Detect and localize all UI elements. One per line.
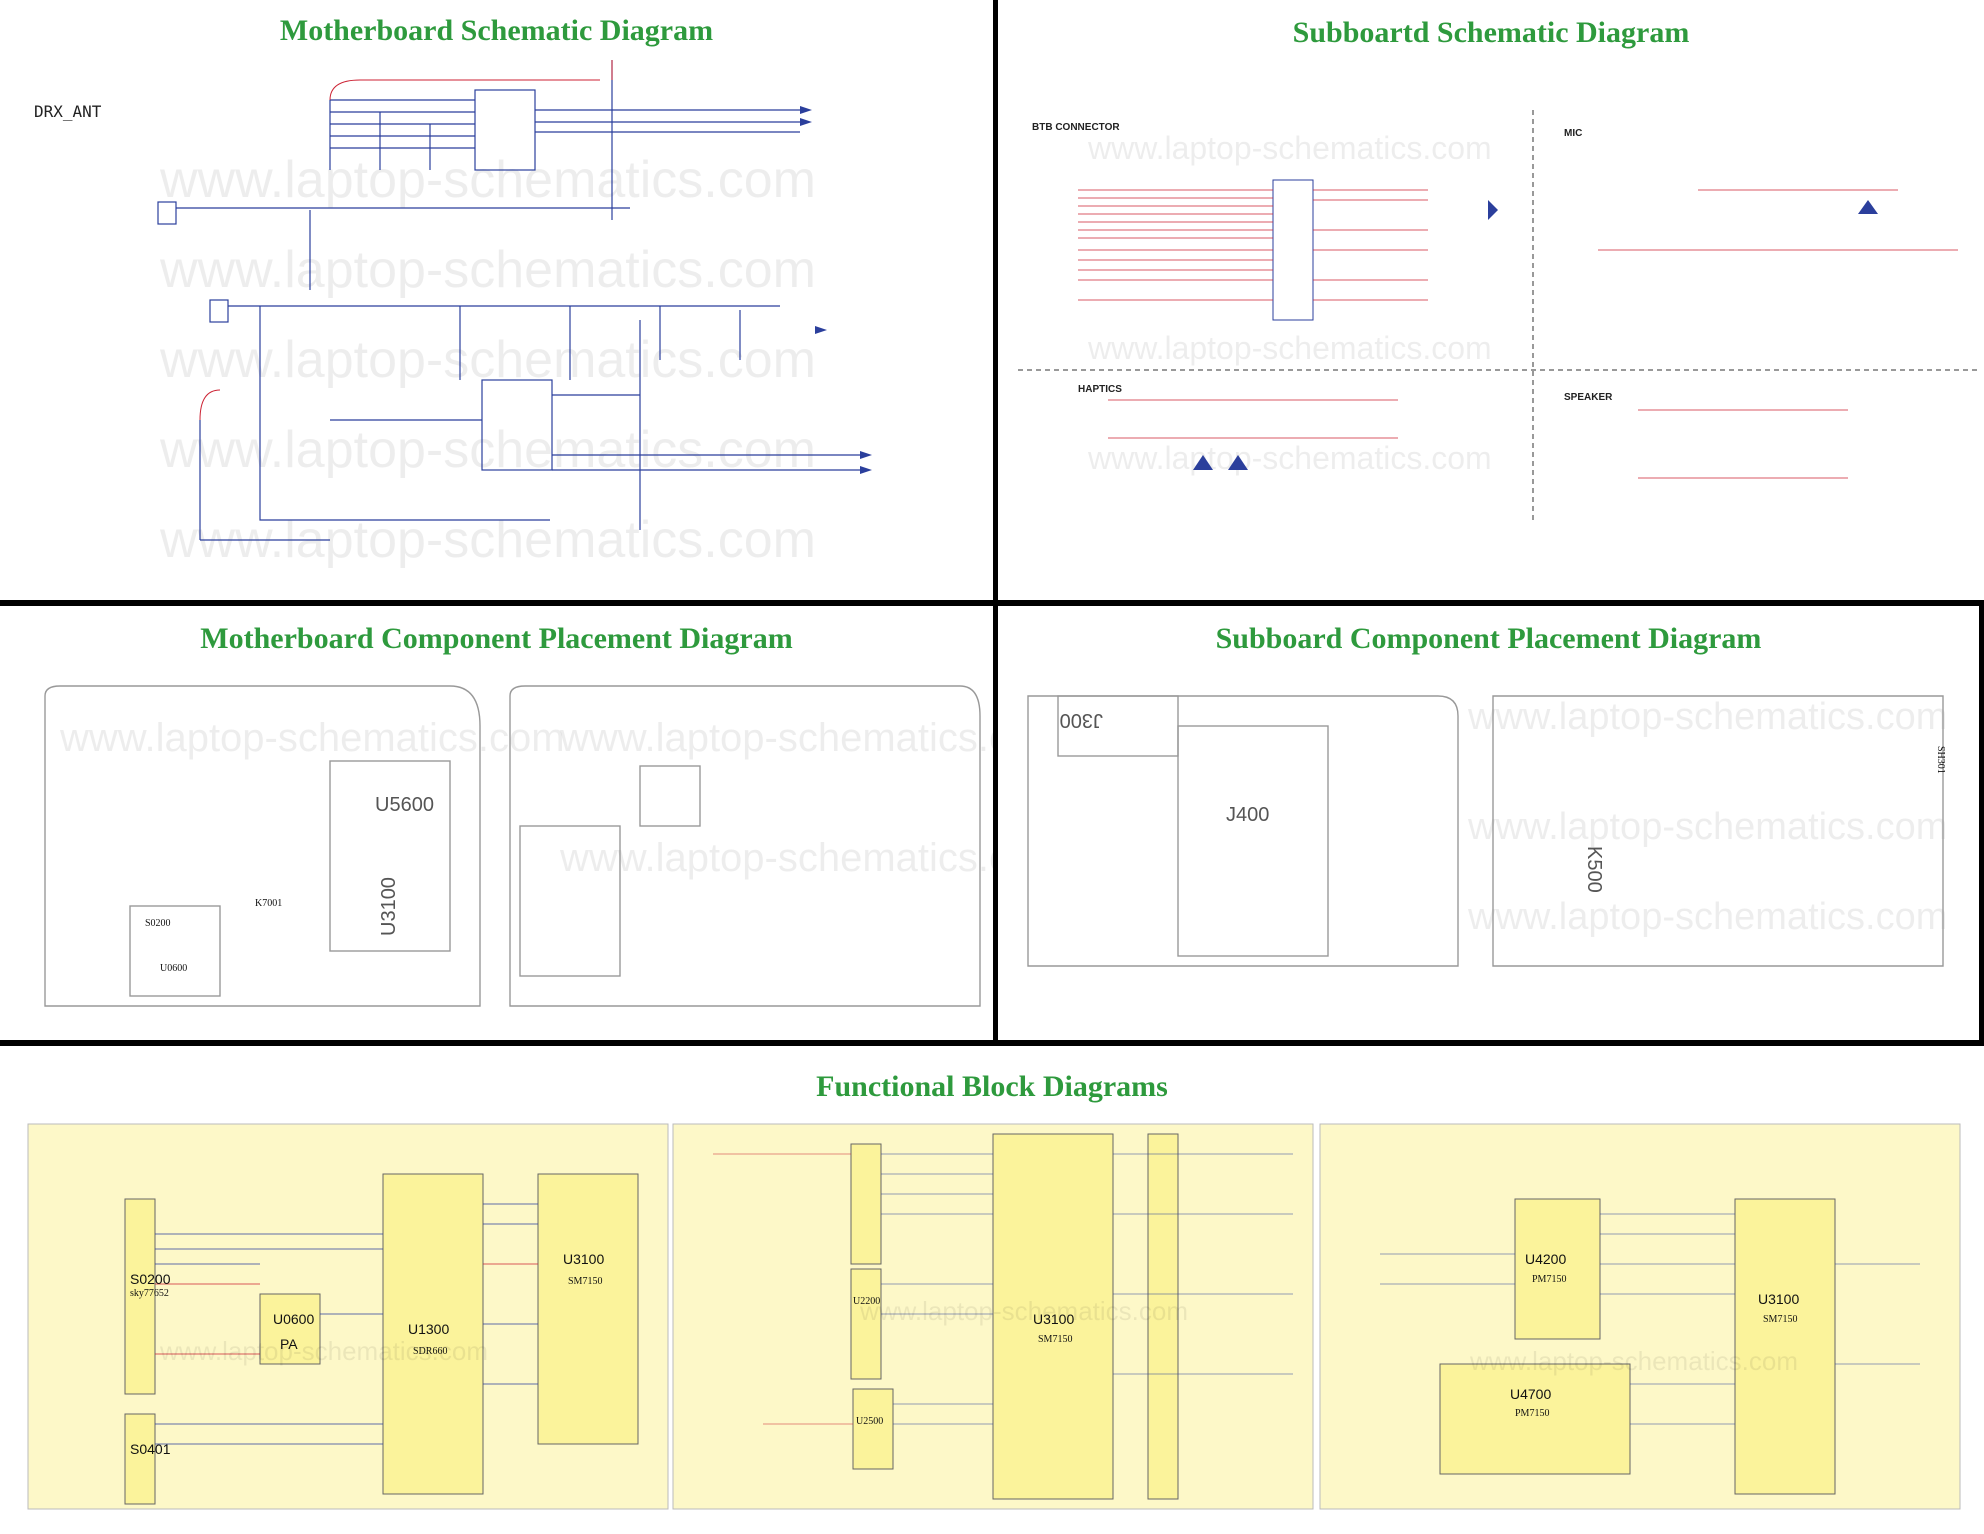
panel-title: Motherboard Component Placement Diagram <box>200 622 793 655</box>
label-u3100-sub: SM7150 <box>1038 1334 1072 1345</box>
label-j400: J400 <box>1226 804 1269 826</box>
label-u3100: U3100 <box>1758 1291 1799 1307</box>
label-u3100-sub: SM7150 <box>1763 1314 1797 1325</box>
label-u1300: U1300 <box>408 1321 449 1337</box>
label-u1300-sub: SDR660 <box>413 1346 447 1357</box>
label-s0200: S0200 <box>130 1271 171 1287</box>
block-diagram-rf: S0200 sky77652 S0401 U0600 PA U1300 SDR6… <box>27 1123 669 1510</box>
label-u5600: U5600 <box>375 794 434 816</box>
label-u4700: U4700 <box>1510 1386 1551 1402</box>
panel-subboard-schematic: Subboartd Schematic Diagram BTB CONNECTO… <box>998 0 1984 600</box>
divider-mid-horizontal <box>0 600 1984 606</box>
connector-j0101 <box>157 201 177 225</box>
panel-title: Functional Block Diagrams <box>816 1070 1168 1103</box>
label-u0600-sub: PA <box>280 1336 298 1352</box>
ic-qm <box>481 379 553 471</box>
divider-top-vertical <box>993 0 998 600</box>
label-u4200: U4200 <box>1525 1251 1566 1267</box>
net-label-drx-ant: DRX_ANT <box>34 102 102 121</box>
btb-connector <box>1272 179 1314 321</box>
label-u4200-sub: PM7150 <box>1532 1274 1566 1285</box>
panel-functional-block: Functional Block Diagrams S0200 sky77652… <box>0 1046 1984 1534</box>
label-k500: K500 <box>1583 846 1605 893</box>
divider-bottom-horizontal <box>0 1040 1984 1046</box>
label-u3100: U3100 <box>378 877 400 936</box>
placement-drawing: U5600 U3100 K7001 S0200 U0600 <box>44 685 981 1007</box>
ic-s0100 <box>474 89 536 171</box>
label-s0200: S0200 <box>145 918 171 929</box>
panel-title: Subboard Component Placement Diagram <box>1215 622 1762 655</box>
connector-j0102 <box>209 299 229 323</box>
panel-title: Motherboard Schematic Diagram <box>279 14 714 47</box>
label-u0600: U0600 <box>160 963 187 974</box>
schematic-drawing <box>157 60 872 541</box>
panel-subboard-placement: Subboard Component Placement Diagram www… <box>998 606 1979 1040</box>
label-u3100: U3100 <box>563 1251 604 1267</box>
label-u4700-sub: PM7150 <box>1515 1408 1549 1419</box>
section-label-speaker: SPEAKER <box>1564 392 1613 403</box>
divider-mid-vertical <box>993 606 998 1043</box>
label-u2200: U2200 <box>853 1296 880 1307</box>
label-u2500: U2500 <box>856 1416 883 1427</box>
label-j300: J300 <box>1060 709 1103 731</box>
label-u0600: U0600 <box>273 1311 314 1327</box>
subboard-schematic-drawing <box>1018 110 1978 520</box>
panel-motherboard-placement: Motherboard Component Placement Diagram … <box>0 606 1065 1040</box>
sub-placement-drawing: J300 J400 K500 SH301 <box>1027 695 1946 967</box>
label-u3100: U3100 <box>1033 1311 1074 1327</box>
label-u3100-sub: SM7150 <box>568 1276 602 1287</box>
block-diagram-soc: U2200 U2500 U3100 SM7150 <box>672 1123 1314 1510</box>
section-label-haptics: HAPTICS <box>1078 384 1122 395</box>
panel-motherboard-schematic: Motherboard Schematic Diagram DRX_ANT ww… <box>0 0 993 600</box>
label-s0401: S0401 <box>130 1441 171 1457</box>
label-k7001: K7001 <box>255 898 282 909</box>
section-label-btb: BTB CONNECTOR <box>1032 122 1120 133</box>
panel-title: Subboartd Schematic Diagram <box>1292 16 1690 49</box>
label-sh301: SH301 <box>1935 746 1946 774</box>
divider-right-edge <box>1979 606 1984 1043</box>
section-label-mic: MIC <box>1564 128 1583 139</box>
block-diagram-power: U4200 PM7150 U4700 PM7150 U3100 SM7150 <box>1319 1123 1961 1510</box>
label-s0200-sub: sky77652 <box>130 1288 169 1299</box>
